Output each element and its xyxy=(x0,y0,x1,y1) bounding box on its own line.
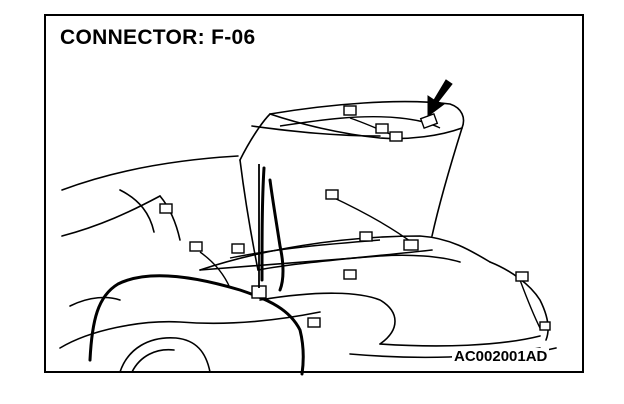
connector xyxy=(325,189,339,200)
trunk-opening xyxy=(199,235,491,271)
connector xyxy=(515,271,529,282)
connector xyxy=(403,239,419,251)
connector xyxy=(159,203,173,214)
connector-f06 xyxy=(419,113,439,129)
connector xyxy=(375,123,389,134)
connector xyxy=(307,317,321,328)
figure-code: AC002001AD xyxy=(452,348,550,365)
wiring-harness-lid xyxy=(268,178,285,292)
wiring-harness-main xyxy=(88,274,305,376)
diagram-title: CONNECTOR: F-06 xyxy=(60,26,256,49)
connector xyxy=(231,243,245,254)
pointer-arrow xyxy=(427,79,453,117)
connector xyxy=(189,241,203,252)
connector xyxy=(539,321,551,331)
wheel-arch xyxy=(119,337,211,373)
rear-bumper xyxy=(379,335,541,347)
connector xyxy=(343,269,357,280)
connector xyxy=(389,131,403,142)
connector xyxy=(343,105,357,116)
connector xyxy=(359,231,373,242)
car-body-outline xyxy=(61,155,239,191)
